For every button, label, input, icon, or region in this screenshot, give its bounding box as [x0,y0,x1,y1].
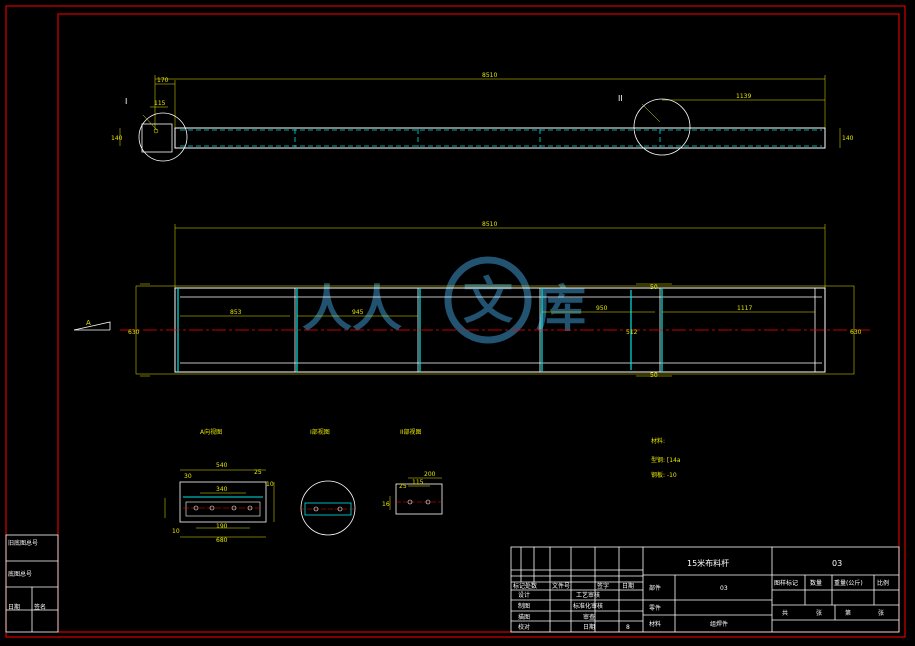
front-view: 8510 853 945 950 1117 630 630 [73,221,870,379]
material-label: 材料: [651,437,665,445]
row-label-sign: 签字 [597,582,609,590]
material-value: 组焊件 [710,620,728,628]
detail-circle-i [138,112,188,162]
row-label-file-no: 文件号 [552,582,570,590]
channel-steel-note: 型钢: [14a [651,456,681,464]
ii-dim-25: 25 [399,483,407,490]
front-dim-inner: 512 [626,329,638,336]
assembly-label: 部件 [649,584,661,592]
i-view-drawing [300,480,356,536]
detail-mark-i: I [125,97,127,106]
top-beam-outline [174,127,826,149]
top-dim-right: 1139 [736,93,751,100]
front-dim-height-right: 630 [850,329,862,336]
front-dim-seg-3: 950 [596,305,608,312]
detail-views: A向视图 I部视图 II部视图 540 25 340 10 190 [164,428,443,544]
a-view-drawing: 540 25 340 10 190 680 30 10 [164,462,275,544]
check-label: 校对 [518,623,530,631]
strip-sign-label: 签名 [34,603,46,611]
watermark-circle [444,256,532,344]
watermark-left-chars: 人人 [302,280,402,338]
front-dim-overall: 8510 [482,221,497,228]
material-notes: 材料: 型钢: [14a 钢板: -10 [651,437,681,479]
a-dim-540: 540 [216,462,228,469]
top-view: 8510 170 115 1139 I 140 II 140 [111,72,854,162]
row-label-date: 日期 [622,582,634,590]
part-code: 03 [720,585,728,592]
top-dim-left-inner: 115 [154,100,166,107]
front-dim-seg-1: 853 [230,309,242,316]
detail-circle-ii [633,98,691,156]
front-dim-bottom-small: 50 [650,372,658,379]
a-dim-25: 25 [254,469,262,476]
ii-view-title: II部视图 [400,428,422,436]
title-block: 15米布料杆 03 标记处数 文件号 签字 日期 设计 工艺审核 制图 标准化审… [510,546,900,633]
top-beam-hidden-edges [180,129,822,147]
drawing-code: 03 [832,559,842,568]
view-arrow-a: A [86,319,91,327]
ii-view-drawing: 200 115 25 16 [382,471,443,515]
row-label-marks: 标记处数 [513,582,537,590]
front-dim-seg-2: 945 [352,309,364,316]
base-number-label: 底图总号 [8,570,32,578]
front-dim-top-small: 50 [650,284,658,291]
stage-mark-label: 图样标记 [774,579,798,587]
old-base-number-label: 旧底图总号 [8,539,38,547]
material-row-label: 材料 [649,620,661,628]
detail-mark-ii: II [618,94,623,103]
date-label: 日期 [583,623,595,631]
design-label: 设计 [518,591,530,599]
weight-label: 重量(公斤) [834,579,863,587]
a-view-title: A向视图 [200,428,222,436]
quantity-label: 数量 [810,579,822,587]
ii-dim-16: 16 [382,501,390,508]
sheet-label: 张 [816,609,822,617]
part-label: 零件 [649,604,661,612]
watermark: 人人 文 库 [302,256,586,344]
a-dim-30: 30 [184,473,192,480]
a-dim-190: 190 [216,523,228,530]
watermark-right-char: 库 [536,280,586,338]
number-label: 第 [845,609,851,617]
top-dim-height-left: 140 [111,135,123,142]
a-dim-10-left: 10 [172,528,180,535]
front-dim-seg-4: 1117 [737,305,752,312]
a-dim-340: 340 [216,486,228,493]
drawing-frame [5,5,906,638]
trace-label: 描图 [518,613,530,621]
top-dim-overall: 8510 [482,72,497,79]
ii-dim-115: 115 [412,479,424,486]
a-dim-10-right: 10 [266,481,274,488]
draw-label: 制图 [518,602,530,610]
top-dim-height-right: 140 [842,135,854,142]
std-review-label: 标准化审核 [573,602,603,610]
review-label: 审查 [583,613,595,621]
strip-date-label: 日期 [8,603,20,611]
top-dim-left-offset: 170 [157,77,169,84]
total-label: 共 [782,609,788,617]
steel-plate-note: 钢板: -10 [651,471,677,479]
a-dim-680: 680 [216,537,228,544]
sheet2-label: 张 [878,609,884,617]
i-view-title: I部视图 [310,428,330,436]
drawing-name: 15米布料杆 [687,558,729,568]
process-review-label: 工艺审核 [576,591,600,599]
front-dim-height-left: 630 [128,329,140,336]
watermark-circle-char: 文 [463,272,513,330]
ii-dim-200: 200 [424,471,436,478]
scale-label: 比例 [877,579,889,587]
date-value: 8 [626,624,630,631]
left-binding-strip: 旧底图总号 底图总号 日期 签名 [5,534,59,633]
